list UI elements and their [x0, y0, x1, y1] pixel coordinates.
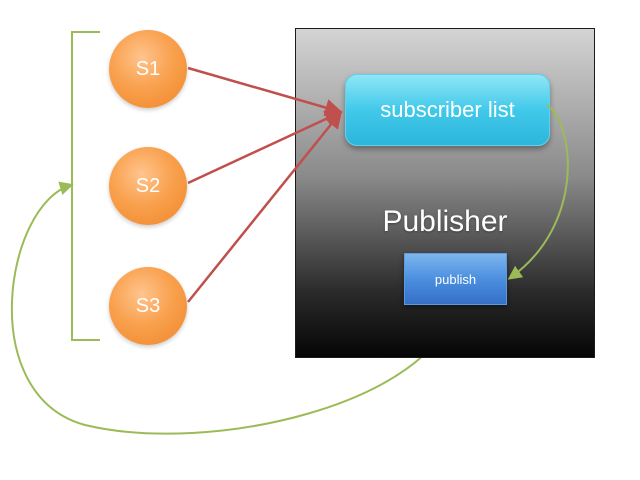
publisher-box: subscriber list Publisher publish: [295, 28, 595, 358]
subscribe-arrow-s3: [187, 110, 343, 303]
subscribe-arrow-s1: [187, 66, 343, 117]
subscriber-list-label: subscriber list: [380, 97, 515, 122]
subscriber-node-s1: S1: [109, 30, 187, 108]
subscriber-node-s2: S2: [109, 147, 187, 225]
subscriber-list-box: subscriber list: [345, 74, 550, 146]
publish-button[interactable]: publish: [404, 253, 507, 305]
publish-label: publish: [434, 271, 477, 287]
subscriber-label-s3: S3: [135, 294, 161, 317]
subscriber-node-s3: S3: [109, 267, 187, 345]
subscriber-group-bracket: [71, 31, 100, 341]
notify-loop-arrow: [11, 181, 457, 435]
publisher-title: Publisher: [382, 205, 508, 238]
subscribe-arrow-s2: [187, 110, 343, 185]
subscriber-label-s1: S1: [135, 57, 161, 80]
subscriber-label-s2: S2: [135, 174, 161, 197]
list-to-publish-arrow: [507, 104, 569, 280]
